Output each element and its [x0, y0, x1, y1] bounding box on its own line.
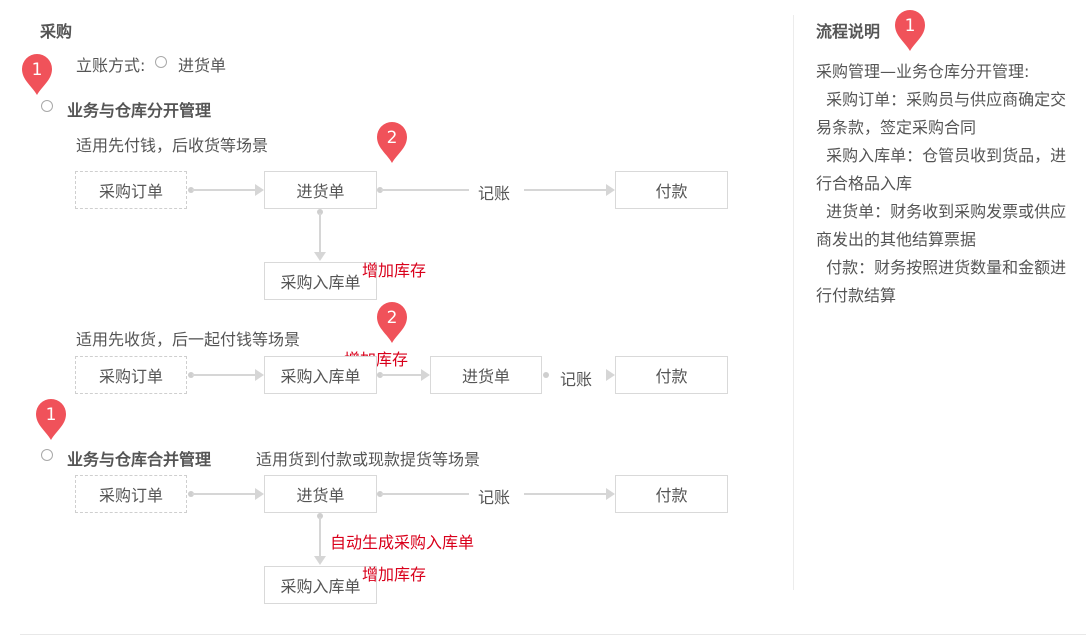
connector-dot: [188, 372, 194, 378]
mode-merged-radio[interactable]: [41, 449, 53, 461]
marker-number: 2: [387, 128, 398, 148]
arrow-right-icon: [606, 184, 615, 196]
connector-line: [192, 493, 256, 495]
account-method-option: 进货单: [178, 56, 227, 75]
account-method-radio[interactable]: [155, 56, 167, 68]
m2-receipt-node: 进货单: [264, 475, 377, 513]
m2-auto-generate-note: 自动生成采购入库单: [330, 533, 475, 552]
s2-receipt-node: 进货单: [430, 356, 542, 394]
connector-dot: [317, 513, 323, 519]
s2-purchase-order-node: 采购订单: [75, 356, 187, 394]
connector-line: [192, 374, 256, 376]
marker-pin-icon: 1: [895, 10, 925, 51]
sidebar-title: 流程说明: [816, 22, 881, 41]
connector-line: [381, 374, 422, 376]
connector-line: [319, 213, 321, 253]
connector-dot: [543, 372, 549, 378]
mode-merged-label: 业务与仓库合并管理: [67, 450, 212, 469]
s2-warehouse-receipt-node: 采购入库单: [264, 356, 377, 394]
marker-number: 1: [32, 60, 43, 80]
arrow-down-icon: [314, 252, 326, 261]
s1-receipt-node: 进货单: [264, 171, 377, 209]
arrow-right-icon: [255, 184, 264, 196]
connector-line: [381, 493, 469, 495]
mode-separate-radio[interactable]: [41, 100, 53, 112]
section-title: 采购: [40, 22, 73, 41]
s1-stock-note: 增加库存: [362, 261, 427, 280]
connector-line: [524, 493, 607, 495]
connector-dot: [317, 209, 323, 215]
m2-payment-node: 付款: [615, 475, 728, 513]
connector-dot: [188, 491, 194, 497]
m2-warehouse-receipt-node: 采购入库单: [264, 566, 377, 604]
connector-line: [319, 517, 321, 557]
arrow-right-icon: [255, 369, 264, 381]
mode-separate-label: 业务与仓库分开管理: [67, 101, 212, 120]
connector-line: [192, 189, 256, 191]
scenario2-desc: 适用先收货，后一起付钱等场景: [76, 330, 301, 349]
marker-number: 1: [46, 405, 57, 425]
connector-line: [524, 189, 607, 191]
s2-payment-node: 付款: [615, 356, 728, 394]
marker-number: 2: [387, 308, 398, 328]
arrow-right-icon: [255, 488, 264, 500]
arrow-down-icon: [314, 556, 326, 565]
m2-stock-note: 增加库存: [362, 565, 427, 584]
arrow-right-icon: [421, 369, 430, 381]
marker-pin-icon: 1: [36, 399, 66, 440]
s1-bookkeeping-node: 记账: [478, 184, 511, 203]
marker-number: 1: [905, 16, 916, 36]
panel-divider: [793, 15, 794, 590]
m2-bookkeeping-node: 记账: [478, 488, 511, 507]
connector-dot: [377, 187, 383, 193]
sidebar-line: 采购入库单：仓管员收到货品，进行合格品入库: [816, 146, 1067, 193]
marker-pin-icon: 1: [22, 54, 52, 95]
sidebar-description: 采购管理—业务仓库分开管理: 采购订单：采购员与供应商确定交易条款，签定采购合同…: [816, 58, 1068, 310]
sidebar-line: 采购订单：采购员与供应商确定交易条款，签定采购合同: [816, 90, 1067, 137]
connector-dot: [377, 372, 383, 378]
m2-purchase-order-node: 采购订单: [75, 475, 187, 513]
marker-pin-icon: 2: [377, 122, 407, 163]
sidebar-line: 进货单：财务收到采购发票或供应商发出的其他结算票据: [816, 202, 1067, 249]
sidebar-line: 采购管理—业务仓库分开管理:: [816, 62, 1030, 81]
s2-bookkeeping-node: 记账: [560, 370, 593, 389]
sidebar-line: 付款：财务按照进货数量和金额进行付款结算: [816, 258, 1067, 305]
scenario1-desc: 适用先付钱，后收货等场景: [76, 136, 269, 155]
arrow-right-icon: [606, 369, 615, 381]
s1-payment-node: 付款: [615, 171, 728, 209]
marker-pin-icon: 2: [377, 302, 407, 343]
mode-merged-desc: 适用货到付款或现款提货等场景: [256, 450, 481, 469]
account-method-label: 立账方式:: [76, 56, 146, 75]
bottom-divider: [20, 634, 1086, 635]
s1-purchase-order-node: 采购订单: [75, 171, 187, 209]
s1-warehouse-receipt-node: 采购入库单: [264, 262, 377, 300]
connector-dot: [188, 187, 194, 193]
connector-dot: [377, 491, 383, 497]
connector-line: [381, 189, 469, 191]
arrow-right-icon: [606, 488, 615, 500]
